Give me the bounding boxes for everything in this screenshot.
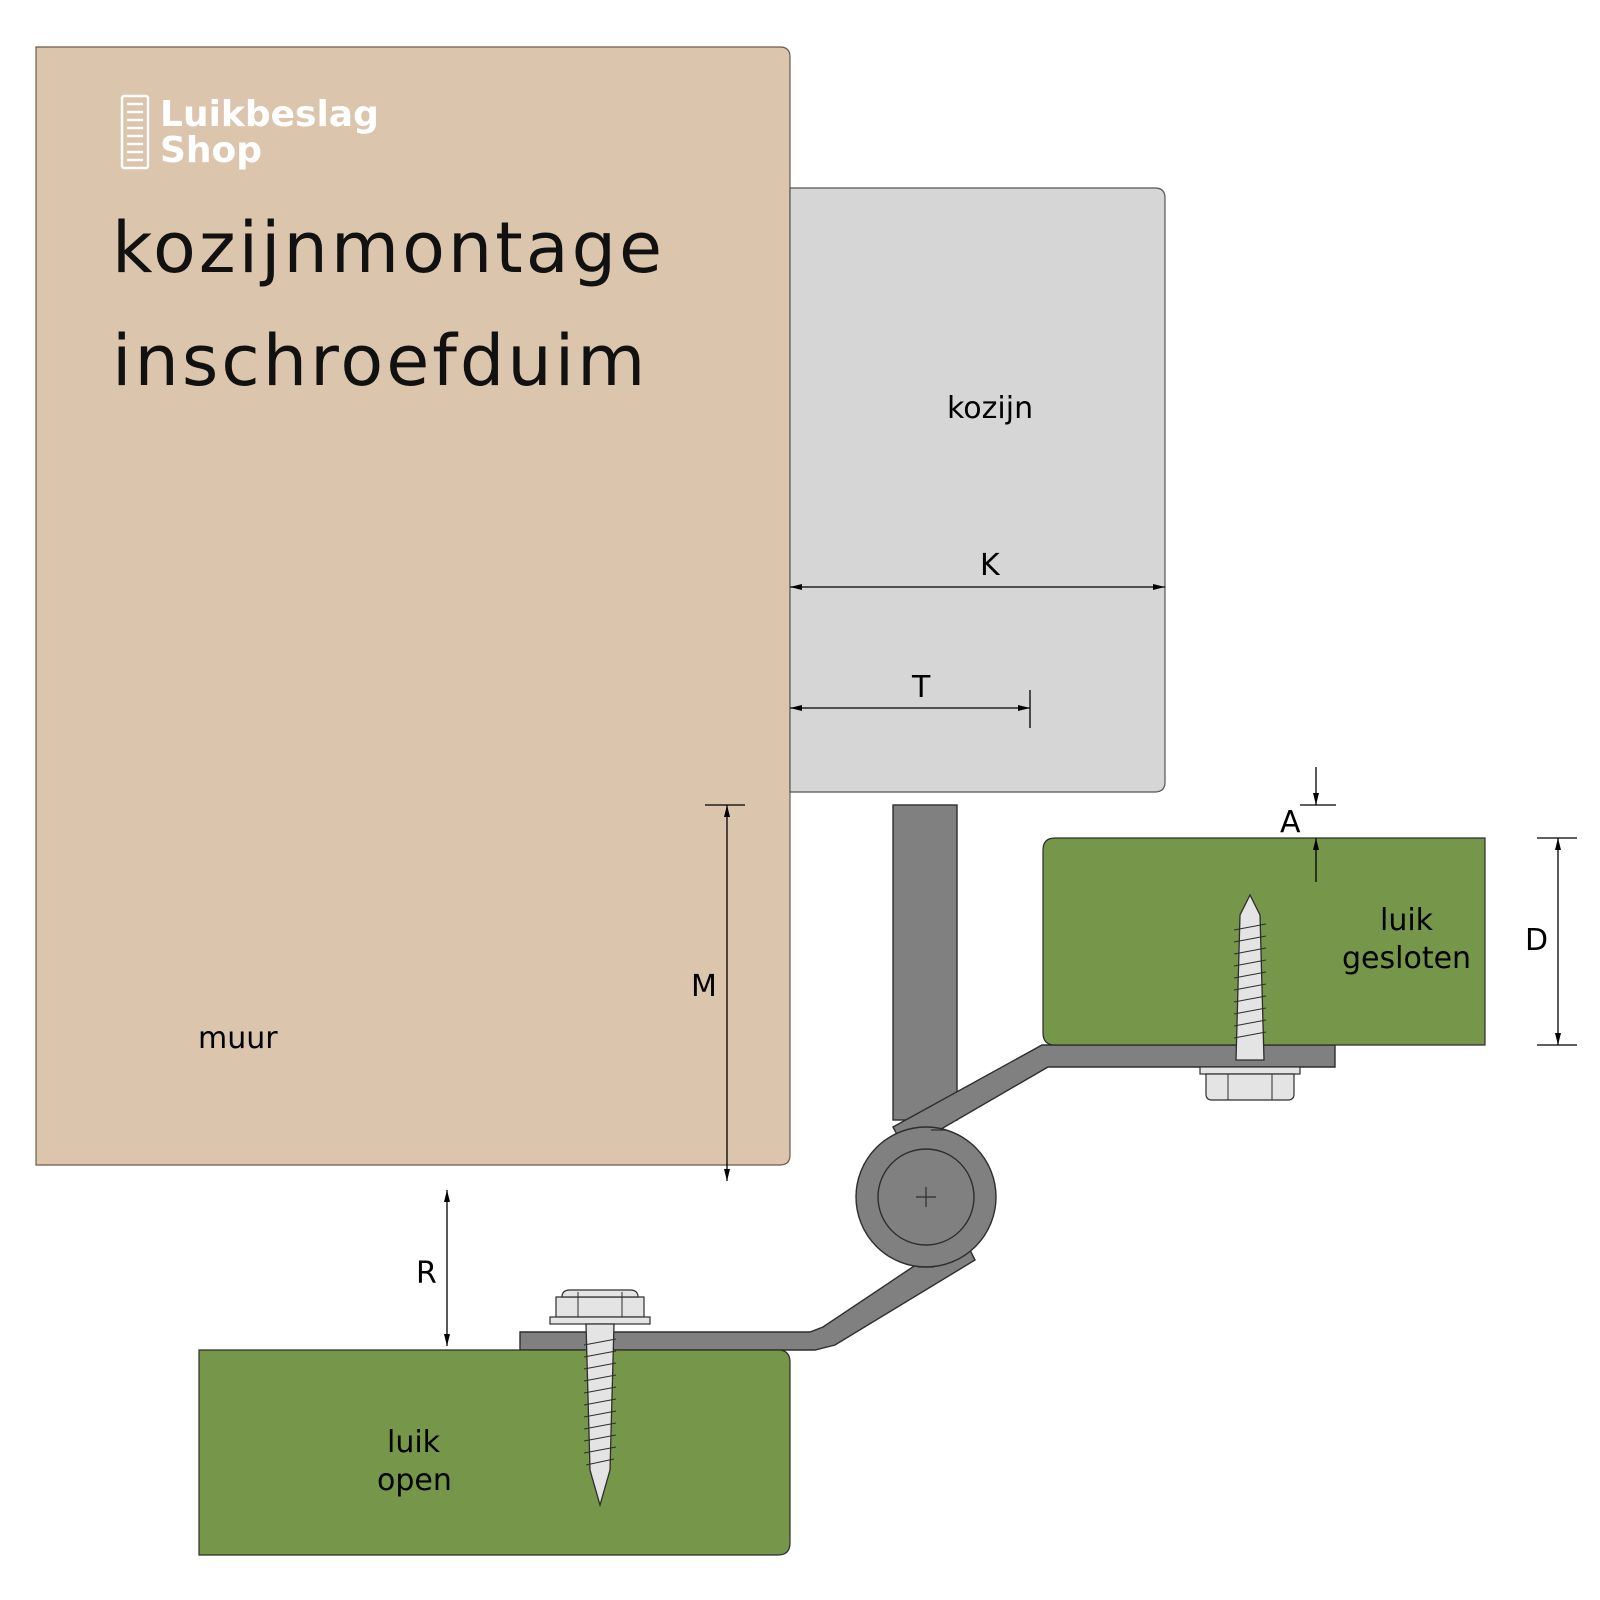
shutter-closed [1042, 837, 1486, 1046]
screw-open [549, 1289, 651, 1508]
dimension-m-label: M [691, 969, 717, 1004]
dimension-a: A [1280, 767, 1336, 882]
shutter-open-label-1: luik [387, 1425, 441, 1460]
dimension-m: M [691, 804, 745, 1181]
screw-closed [1199, 893, 1301, 1101]
title-line-2: inschroefduim [112, 320, 648, 402]
shutter-closed-label-1: luik [1380, 903, 1434, 938]
wall-block [35, 46, 791, 1166]
wall-label: muur [198, 1021, 278, 1056]
logo-line-1: Luikbeslag [160, 94, 379, 135]
dimension-k: K [790, 548, 1165, 590]
dimension-t-label: T [911, 670, 931, 705]
dimension-a-label: A [1280, 805, 1301, 840]
shutter-open [198, 1349, 791, 1556]
shutter-logo-icon [120, 94, 150, 170]
shutter-closed-label-2: gesloten [1342, 941, 1471, 976]
frame-block [789, 187, 1166, 793]
logo: Luikbeslag Shop [120, 94, 379, 171]
shutter-open-label-2: open [377, 1463, 452, 1498]
frame-label: kozijn [947, 391, 1033, 426]
title-line-1: kozijnmontage [112, 207, 665, 289]
dimension-r-label: R [416, 1256, 437, 1291]
dimension-d-label: D [1525, 923, 1548, 958]
hinge-pivot [855, 1126, 997, 1268]
dimension-d: D [1525, 837, 1577, 1046]
hinge-strap [892, 804, 958, 1121]
dimension-r: R [416, 1190, 450, 1346]
dimension-t: T [790, 670, 1031, 728]
logo-line-2: Shop [160, 130, 262, 171]
dimension-k-label: K [980, 548, 1001, 583]
